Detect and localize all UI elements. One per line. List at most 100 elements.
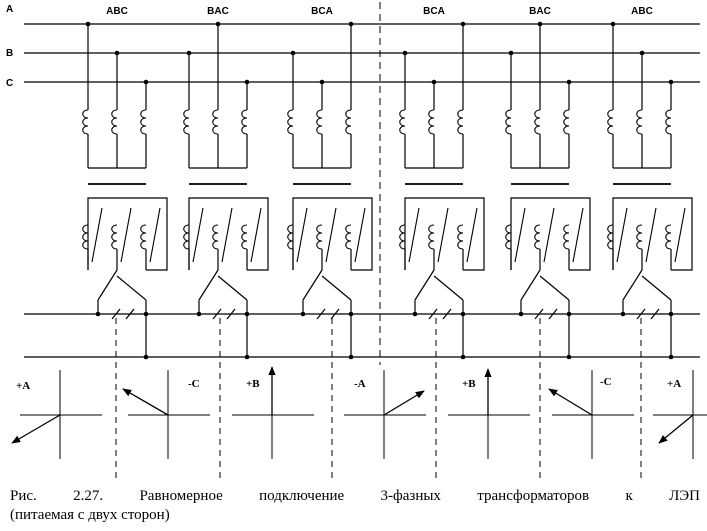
secondary-winding (457, 224, 464, 250)
secondary-link (250, 207, 262, 263)
vector-label: +B (462, 378, 476, 390)
primary-winding (636, 109, 643, 135)
line-b-label: B (6, 48, 13, 59)
secondary-link (616, 207, 628, 263)
phase-vector-arrow (11, 414, 61, 444)
secondary-winding (428, 224, 435, 250)
bus-dot (668, 311, 674, 317)
secondary-frame (612, 197, 693, 271)
switch-mark (442, 308, 452, 320)
switch-mark (650, 308, 660, 320)
secondary-link (466, 207, 478, 263)
bus-dot (460, 311, 466, 317)
vector-diagram-6: -C (539, 318, 634, 480)
primary-winding (183, 109, 190, 135)
transformer-group-6: ABC (607, 6, 693, 360)
switch-mark (125, 308, 135, 320)
phase-order-label: ABC (631, 6, 653, 17)
cross-lead (414, 269, 435, 301)
secondary-link (91, 207, 103, 263)
secondary-frame (292, 197, 373, 271)
secondary-link (221, 207, 233, 263)
secondary-winding (534, 224, 541, 250)
secondary-winding (665, 224, 672, 250)
bus-dot (668, 354, 674, 360)
cross-lead (321, 275, 352, 301)
bus-dot (244, 354, 250, 360)
primary-winding (241, 109, 248, 135)
vector-label: +A (16, 380, 30, 392)
primary-winding (111, 109, 118, 135)
cross-lead (198, 269, 219, 301)
cross-lead (302, 269, 323, 301)
vector-diagram-4: -A (331, 318, 426, 480)
secondary-link (543, 207, 555, 263)
primary-winding (345, 109, 352, 135)
secondary-frame (87, 197, 168, 271)
cross-lead (520, 269, 541, 301)
phase-order-label: ABC (106, 6, 128, 17)
cross-lead (97, 269, 118, 301)
secondary-link (408, 207, 420, 263)
primary-winding (399, 109, 406, 135)
bus-dot (95, 311, 101, 317)
phase-vector-arrow (548, 388, 593, 416)
bus-dot (244, 311, 250, 317)
vector-diagram-1: +A (11, 370, 102, 459)
cross-lead (539, 275, 570, 301)
line-a-label: A (6, 4, 13, 15)
vector-diagram-7: +A (640, 318, 707, 480)
secondary-winding (82, 224, 89, 250)
secondary-winding (505, 224, 512, 250)
cross-lead (433, 275, 464, 301)
primary-winding (316, 109, 323, 135)
bus-dot (196, 311, 202, 317)
transformer-group-4: BCA (399, 6, 485, 360)
bus-dot (348, 311, 354, 317)
vector-label: +A (667, 378, 681, 390)
bus-dot (143, 354, 149, 360)
transformer-group-3: BCA (287, 6, 373, 360)
primary-winding (505, 109, 512, 135)
primary-winding (428, 109, 435, 135)
phase-order-label: BCA (423, 6, 445, 17)
vector-label: -A (354, 378, 366, 390)
secondary-frame (510, 197, 591, 271)
secondary-link (192, 207, 204, 263)
primary-winding (212, 109, 219, 135)
vector-diagram-3: +B (219, 318, 314, 480)
primary-winding (563, 109, 570, 135)
secondary-frame (404, 197, 485, 271)
secondary-winding (345, 224, 352, 250)
secondary-winding (212, 224, 219, 250)
primary-winding (457, 109, 464, 135)
secondary-frame (188, 197, 269, 271)
vector-label: +B (246, 378, 260, 390)
cross-lead (217, 275, 248, 301)
secondary-winding (399, 224, 406, 250)
phase-vector-arrow (658, 414, 694, 444)
secondary-link (354, 207, 366, 263)
switch-mark (316, 308, 326, 320)
bus-dot (518, 311, 524, 317)
secondary-winding (316, 224, 323, 250)
switch-mark (330, 308, 340, 320)
secondary-winding (111, 224, 118, 250)
secondary-link (149, 207, 161, 263)
secondary-winding (563, 224, 570, 250)
vector-diagram-5: +B (435, 318, 530, 480)
switch-mark (428, 308, 438, 320)
transformer-group-1: ABC (82, 6, 168, 360)
bus-dot (566, 311, 572, 317)
switch-mark (548, 308, 558, 320)
bus-dot (566, 354, 572, 360)
primary-winding (287, 109, 294, 135)
caption-line-2: (питаемая с двух сторон) (10, 507, 170, 523)
cross-lead (622, 269, 643, 301)
secondary-winding (287, 224, 294, 250)
secondary-link (296, 207, 308, 263)
primary-winding (140, 109, 147, 135)
bus-dot (412, 311, 418, 317)
secondary-winding (607, 224, 614, 250)
